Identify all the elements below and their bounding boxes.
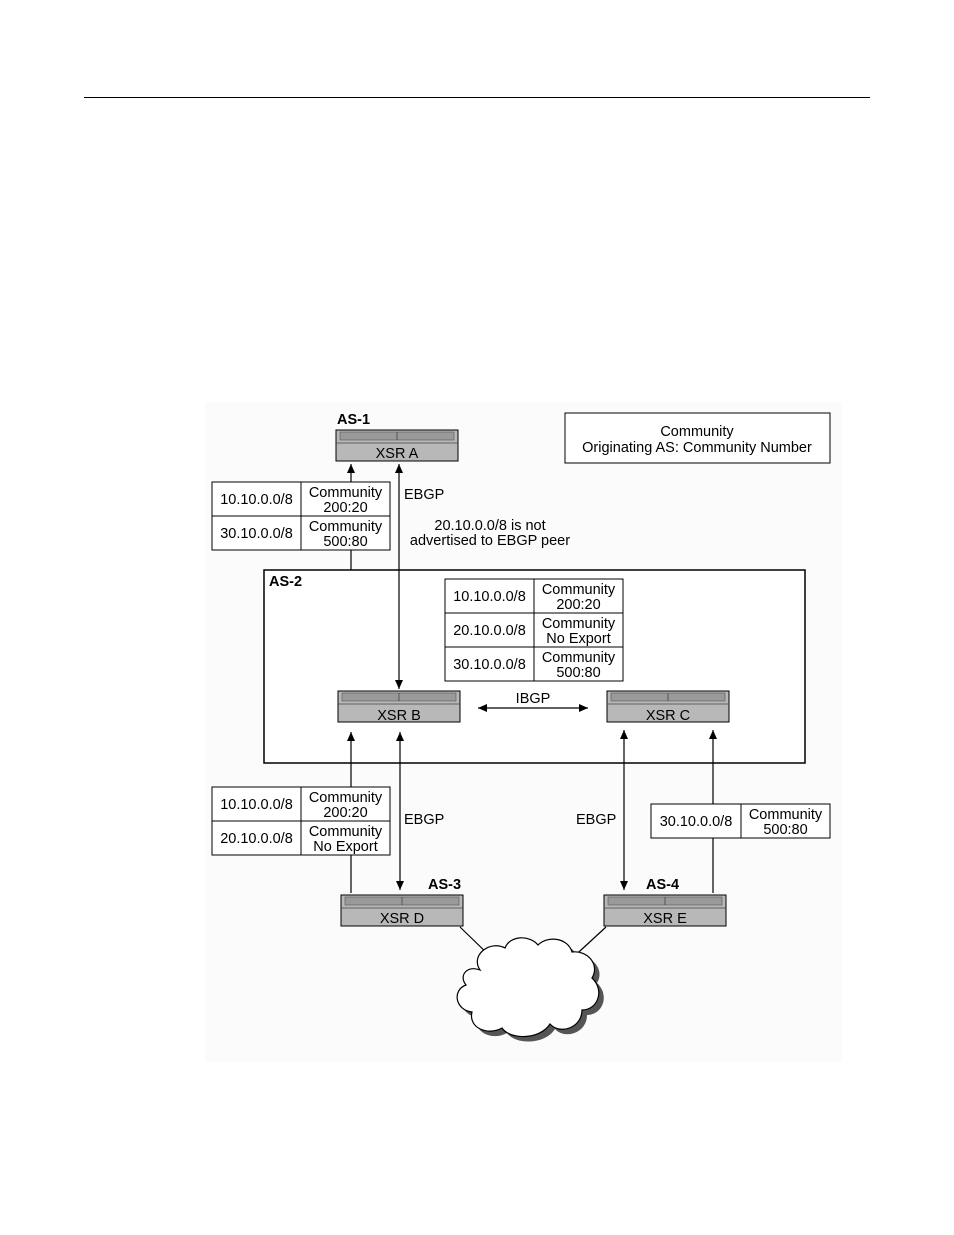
community-label: Community [309, 790, 383, 806]
as1-label: AS-1 [337, 412, 370, 428]
route-prefix: 30.10.0.0/8 [220, 526, 293, 542]
community-value: 500:80 [323, 534, 367, 550]
as3-label: AS-3 [428, 877, 461, 893]
router-c-label: XSR C [646, 708, 690, 724]
not-advertised-note-line2: advertised to EBGP peer [410, 533, 570, 549]
router-xsr-c-icon: XSR C [606, 690, 730, 724]
community-label: Community [309, 519, 383, 535]
router-xsr-a-icon: XSR A [335, 429, 459, 462]
community-value: No Export [313, 839, 377, 855]
community-value: 200:20 [323, 500, 367, 516]
router-xsr-b-icon: XSR B [337, 690, 461, 724]
not-advertised-note-line1: 20.10.0.0/8 is not [434, 518, 545, 534]
route-prefix: 30.10.0.0/8 [660, 814, 733, 830]
route-prefix: 10.10.0.0/8 [453, 589, 526, 605]
route-prefix: 10.10.0.0/8 [220, 797, 293, 813]
route-prefix: 20.10.0.0/8 [220, 831, 293, 847]
ebgp-bd-label: EBGP [404, 812, 444, 828]
legend-line1: Community [660, 424, 734, 440]
router-a-label: XSR A [376, 446, 419, 462]
community-value: 200:20 [323, 805, 367, 821]
router-e-label: XSR E [643, 911, 687, 927]
ebgp-ab-label: EBGP [404, 487, 444, 503]
community-label: Community [309, 824, 383, 840]
community-value: 200:20 [556, 597, 600, 613]
router-xsr-e-icon: XSR E [603, 894, 727, 927]
community-value: 500:80 [556, 665, 600, 681]
router-b-label: XSR B [377, 708, 421, 724]
route-prefix: 10.10.0.0/8 [220, 492, 293, 508]
community-value: No Export [546, 631, 610, 647]
legend-box: Community Originating AS: Community Numb… [564, 412, 831, 464]
route-prefix: 30.10.0.0/8 [453, 657, 526, 673]
community-label: Community [542, 650, 616, 666]
community-label: Community [542, 616, 616, 632]
router-d-label: XSR D [380, 911, 424, 927]
ebgp-ce-label: EBGP [576, 812, 616, 828]
as4-label: AS-4 [646, 877, 679, 893]
network-cloud-icon [456, 937, 604, 1042]
route-prefix: 20.10.0.0/8 [453, 623, 526, 639]
community-value: 500:80 [763, 822, 807, 838]
as2-label: AS-2 [269, 574, 302, 590]
router-xsr-d-icon: XSR D [340, 894, 464, 927]
legend-line2: Originating AS: Community Number [582, 440, 812, 456]
community-label: Community [309, 485, 383, 501]
header-rule [84, 97, 870, 98]
community-label: Community [749, 807, 823, 823]
community-label: Community [542, 582, 616, 598]
ibgp-bc-label: IBGP [516, 691, 551, 707]
